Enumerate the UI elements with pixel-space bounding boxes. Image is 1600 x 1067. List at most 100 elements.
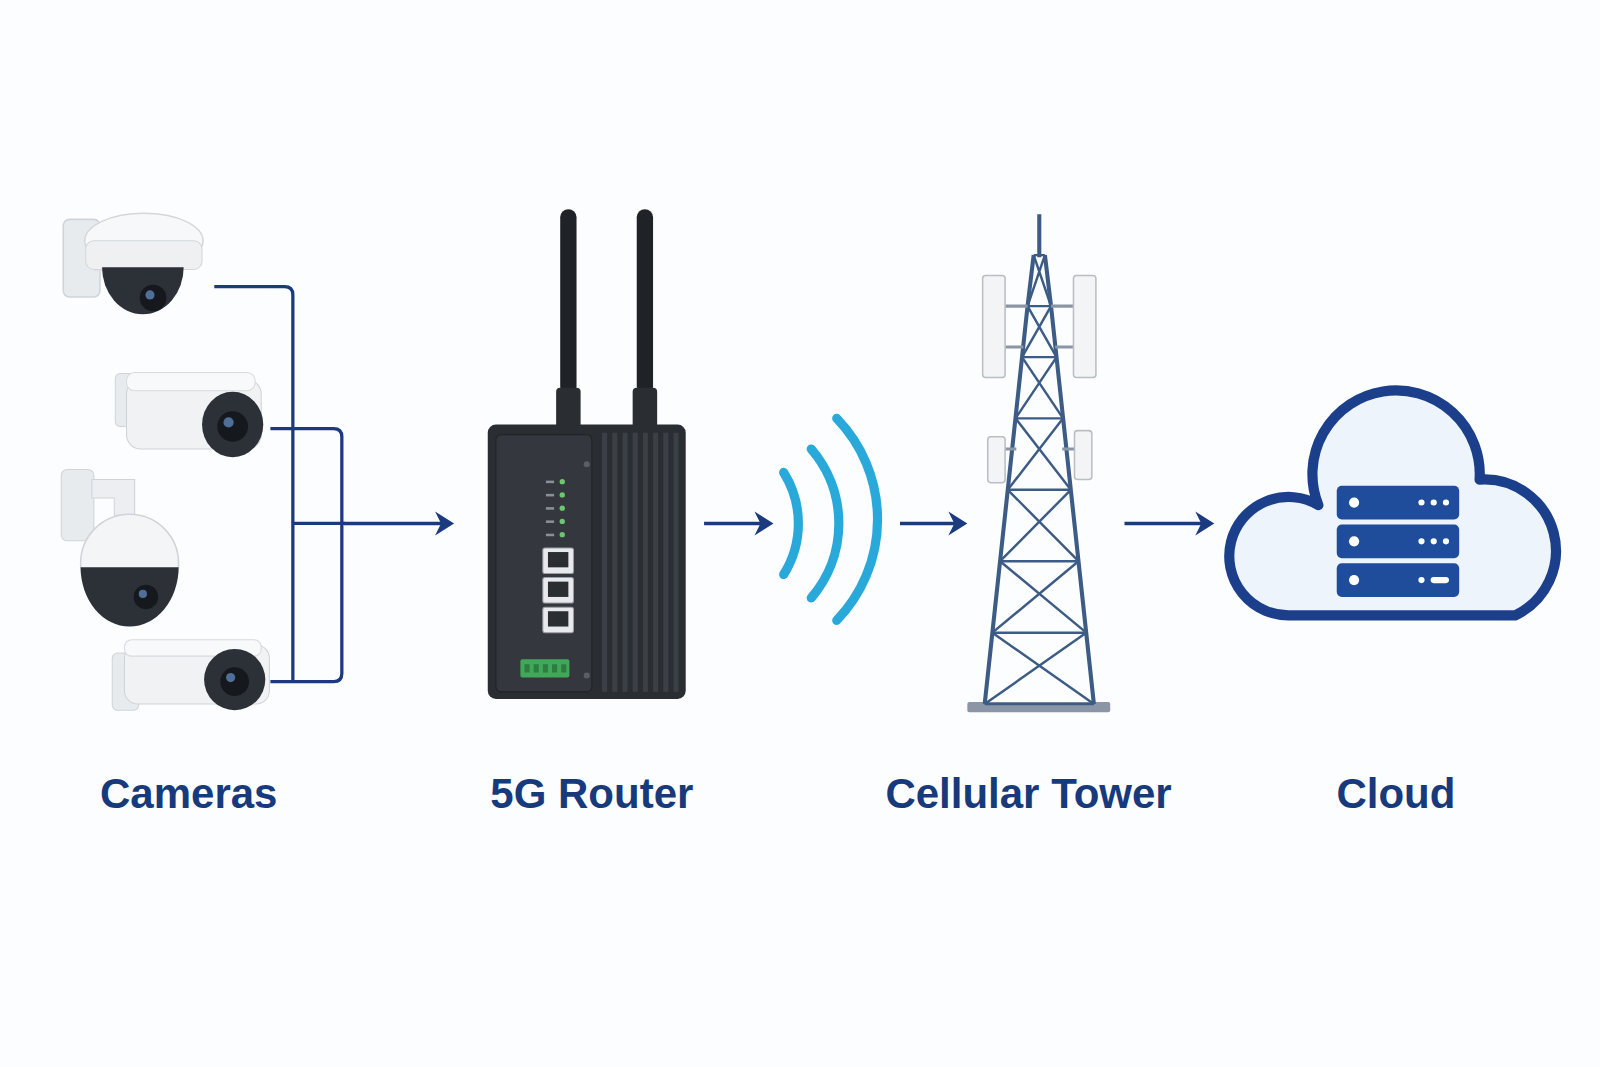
wave-arc xyxy=(837,418,878,620)
server-light xyxy=(1349,497,1359,507)
connector-line xyxy=(1124,522,1204,525)
server-light xyxy=(1349,575,1359,585)
router-illustration xyxy=(488,209,686,699)
connector-arrow xyxy=(1124,511,1214,535)
illustration-scale xyxy=(61,209,1556,712)
ethernet-port xyxy=(543,578,574,604)
cooling-rib xyxy=(643,433,648,692)
panel-screw xyxy=(584,461,590,467)
port-socket xyxy=(548,582,568,597)
port-socket xyxy=(548,611,568,626)
led-marking xyxy=(546,520,554,523)
bullet-camera xyxy=(115,372,263,457)
dome-ring xyxy=(86,241,202,270)
status-led xyxy=(560,519,565,524)
cameras-illustration xyxy=(61,213,345,710)
terminal-block xyxy=(520,659,569,677)
antenna-base xyxy=(633,388,657,431)
server-unit xyxy=(1337,486,1459,520)
server-dots xyxy=(1421,503,1446,581)
status-led xyxy=(560,492,565,497)
lens-glint xyxy=(223,417,233,427)
antenna xyxy=(637,209,653,395)
led-marking xyxy=(546,494,554,497)
node-label: Cloud xyxy=(1336,769,1455,819)
camera-wiring xyxy=(214,287,345,682)
terminal-screws xyxy=(524,664,566,672)
cooling-rib xyxy=(633,433,638,692)
illustration-group: Cloud xyxy=(1235,393,1578,622)
node-label: 5G Router xyxy=(490,769,693,819)
server-light xyxy=(1349,536,1359,546)
antenna-base xyxy=(556,388,580,431)
server-unit xyxy=(1337,563,1459,597)
ptz-camera xyxy=(61,469,178,626)
wire xyxy=(270,429,341,682)
arrow-head xyxy=(1195,511,1214,535)
cooling-rib xyxy=(673,433,678,692)
arrow-head xyxy=(754,511,773,535)
wire xyxy=(214,287,293,682)
connector-arrow xyxy=(344,511,454,535)
cloud-illustration xyxy=(1229,390,1556,615)
led-marking xyxy=(546,507,554,510)
connector-line xyxy=(704,522,957,525)
illustration-group: Cellular Tower xyxy=(971,212,1108,719)
connector-arrow xyxy=(704,511,967,535)
lens-glint xyxy=(145,290,154,299)
antenna-panel xyxy=(988,437,1005,483)
camera-front xyxy=(202,392,263,457)
lens-glint xyxy=(139,590,147,598)
led-marking xyxy=(546,481,554,484)
arrow-head xyxy=(948,511,967,535)
arrow-head xyxy=(435,511,454,535)
cooling-rib xyxy=(663,433,668,692)
server-slot xyxy=(1434,577,1446,583)
front-panel xyxy=(496,435,592,692)
antenna xyxy=(560,209,576,395)
tower-illustration xyxy=(967,214,1110,712)
cooling-rib xyxy=(653,433,658,692)
bullet-camera xyxy=(112,640,269,710)
camera-lens xyxy=(217,411,248,442)
connector-line xyxy=(344,522,444,525)
server-unit xyxy=(1337,524,1459,558)
camera-lens xyxy=(134,585,158,609)
node-label: Cameras xyxy=(100,769,277,819)
wave-arc xyxy=(784,472,799,574)
wave-arc xyxy=(811,449,839,598)
antenna-mounts xyxy=(1005,306,1074,449)
lens-glint xyxy=(226,673,235,682)
camera-lens xyxy=(140,285,167,312)
antenna-panel xyxy=(1073,276,1095,378)
wall-plate xyxy=(61,469,94,540)
panel-screw xyxy=(584,672,590,678)
ethernet-port xyxy=(543,607,574,633)
dome-cover xyxy=(102,267,184,314)
illustration-group: Cameras xyxy=(56,209,344,724)
illustration-group: 5G Router xyxy=(488,209,686,699)
cooling-rib xyxy=(622,433,627,692)
antenna-panel xyxy=(983,276,1005,378)
dome-camera xyxy=(63,213,203,314)
status-led xyxy=(560,532,565,537)
status-led xyxy=(560,506,565,511)
antenna-panel xyxy=(1074,431,1091,480)
cloud-outline xyxy=(1229,390,1556,615)
port-socket xyxy=(548,552,568,567)
router-body xyxy=(488,424,686,698)
cooling-rib xyxy=(602,433,607,692)
cooling-rib xyxy=(612,433,617,692)
ethernet-port xyxy=(543,548,574,574)
wire xyxy=(293,522,345,525)
signal-waves xyxy=(784,418,878,620)
node-label: Cellular Tower xyxy=(885,769,1171,819)
led-marking xyxy=(546,534,554,537)
camera-lens xyxy=(220,667,249,696)
status-led xyxy=(560,479,565,484)
dome-cover xyxy=(81,567,179,626)
